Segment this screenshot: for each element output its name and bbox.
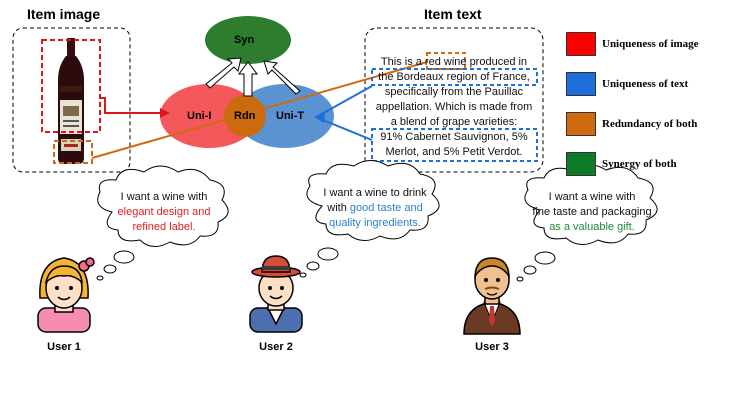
uni-t-label: Uni-T	[276, 110, 305, 122]
wine-bottle-image	[58, 38, 84, 164]
legend-label: Redundancy of both	[602, 118, 698, 130]
legend-item: Synergy of both	[566, 152, 699, 176]
item-text-line: the Bordeaux region of France,	[378, 71, 530, 83]
synergy-ellipse	[205, 16, 291, 64]
user-3-thought: I want a wine with fine taste and packag…	[526, 190, 658, 235]
thought-cloud-3	[516, 164, 658, 282]
legend-swatch-blue	[566, 72, 596, 96]
item-text-line: 91% Cabernet Sauvignon, 5%	[380, 131, 528, 143]
text-uniqueness-box-bottom	[371, 128, 538, 162]
legend-item: Uniqueness of text	[566, 72, 699, 96]
thought-word: with	[327, 202, 347, 214]
user-3-avatar	[463, 257, 521, 335]
user-1-thought: I want a wine with elegant design and re…	[104, 190, 224, 235]
text-to-uni-t-connector-top	[317, 85, 373, 117]
image-redundancy-box	[53, 140, 93, 164]
legend-item: Redundancy of both	[566, 112, 699, 136]
thought-line-accent: elegant design and	[117, 206, 211, 218]
legend-swatch-orange	[566, 112, 596, 136]
user-3-label: User 3	[475, 341, 509, 353]
item-text-line: a blend of grape varieties:	[390, 116, 518, 128]
uni-text-ellipse	[236, 84, 334, 148]
item-text-title: Item text	[424, 6, 482, 22]
synergy-arrows	[205, 57, 301, 97]
thought-line: I want a wine to drink	[323, 187, 427, 199]
item-text-line: Merlot, and 5% Petit Verdot.	[385, 146, 523, 158]
item-text-line: appellation. Which is made from	[375, 101, 533, 113]
thought-cloud-1	[96, 165, 229, 281]
item-text-line: This is a red wine produced in	[380, 56, 528, 68]
thought-line: with good taste and	[310, 201, 440, 216]
thought-line-accent: refined label.	[132, 221, 196, 233]
user-2-thought: I want a wine to drink with good taste a…	[310, 186, 440, 231]
legend: Uniqueness of image Uniqueness of text R…	[566, 32, 699, 176]
legend-label: Uniqueness of text	[602, 78, 689, 90]
text-uniqueness-box-top	[371, 68, 538, 86]
legend-swatch-green	[566, 152, 596, 176]
item-text-line: specifically from the Pauillac	[384, 86, 524, 98]
legend-label: Uniqueness of image	[602, 38, 699, 50]
legend-label: Synergy of both	[602, 158, 677, 170]
thought-line: I want a wine with	[548, 191, 636, 203]
legend-swatch-red	[566, 32, 596, 56]
user-2-avatar	[249, 255, 303, 333]
thought-line-accent: quality ingredients.	[329, 217, 421, 229]
thought-line: fine taste and packaging	[532, 206, 652, 218]
thought-word-accent: good taste and	[349, 202, 423, 214]
user-2-label: User 2	[259, 341, 293, 353]
text-to-uni-t-connector-bottom	[317, 117, 373, 141]
image-uniqueness-box	[41, 39, 101, 133]
rdn-label: Rdn	[234, 110, 256, 122]
user-1-avatar	[37, 257, 95, 333]
item-image-title: Item image	[27, 6, 101, 22]
syn-label: Syn	[234, 34, 255, 46]
thought-line: I want a wine with	[120, 191, 208, 203]
item-text-panel	[364, 27, 544, 173]
image-to-uni-i-connector	[100, 97, 160, 114]
thought-line-accent: as a valuable gift.	[549, 221, 635, 233]
uni-i-label: Uni-I	[187, 110, 212, 122]
item-text-paragraph: This is a red wine produced in the Borde…	[368, 55, 540, 160]
user-1-label: User 1	[47, 341, 81, 353]
redundancy-circle	[224, 95, 266, 137]
thought-cloud-2	[299, 160, 440, 278]
legend-item: Uniqueness of image	[566, 32, 699, 56]
